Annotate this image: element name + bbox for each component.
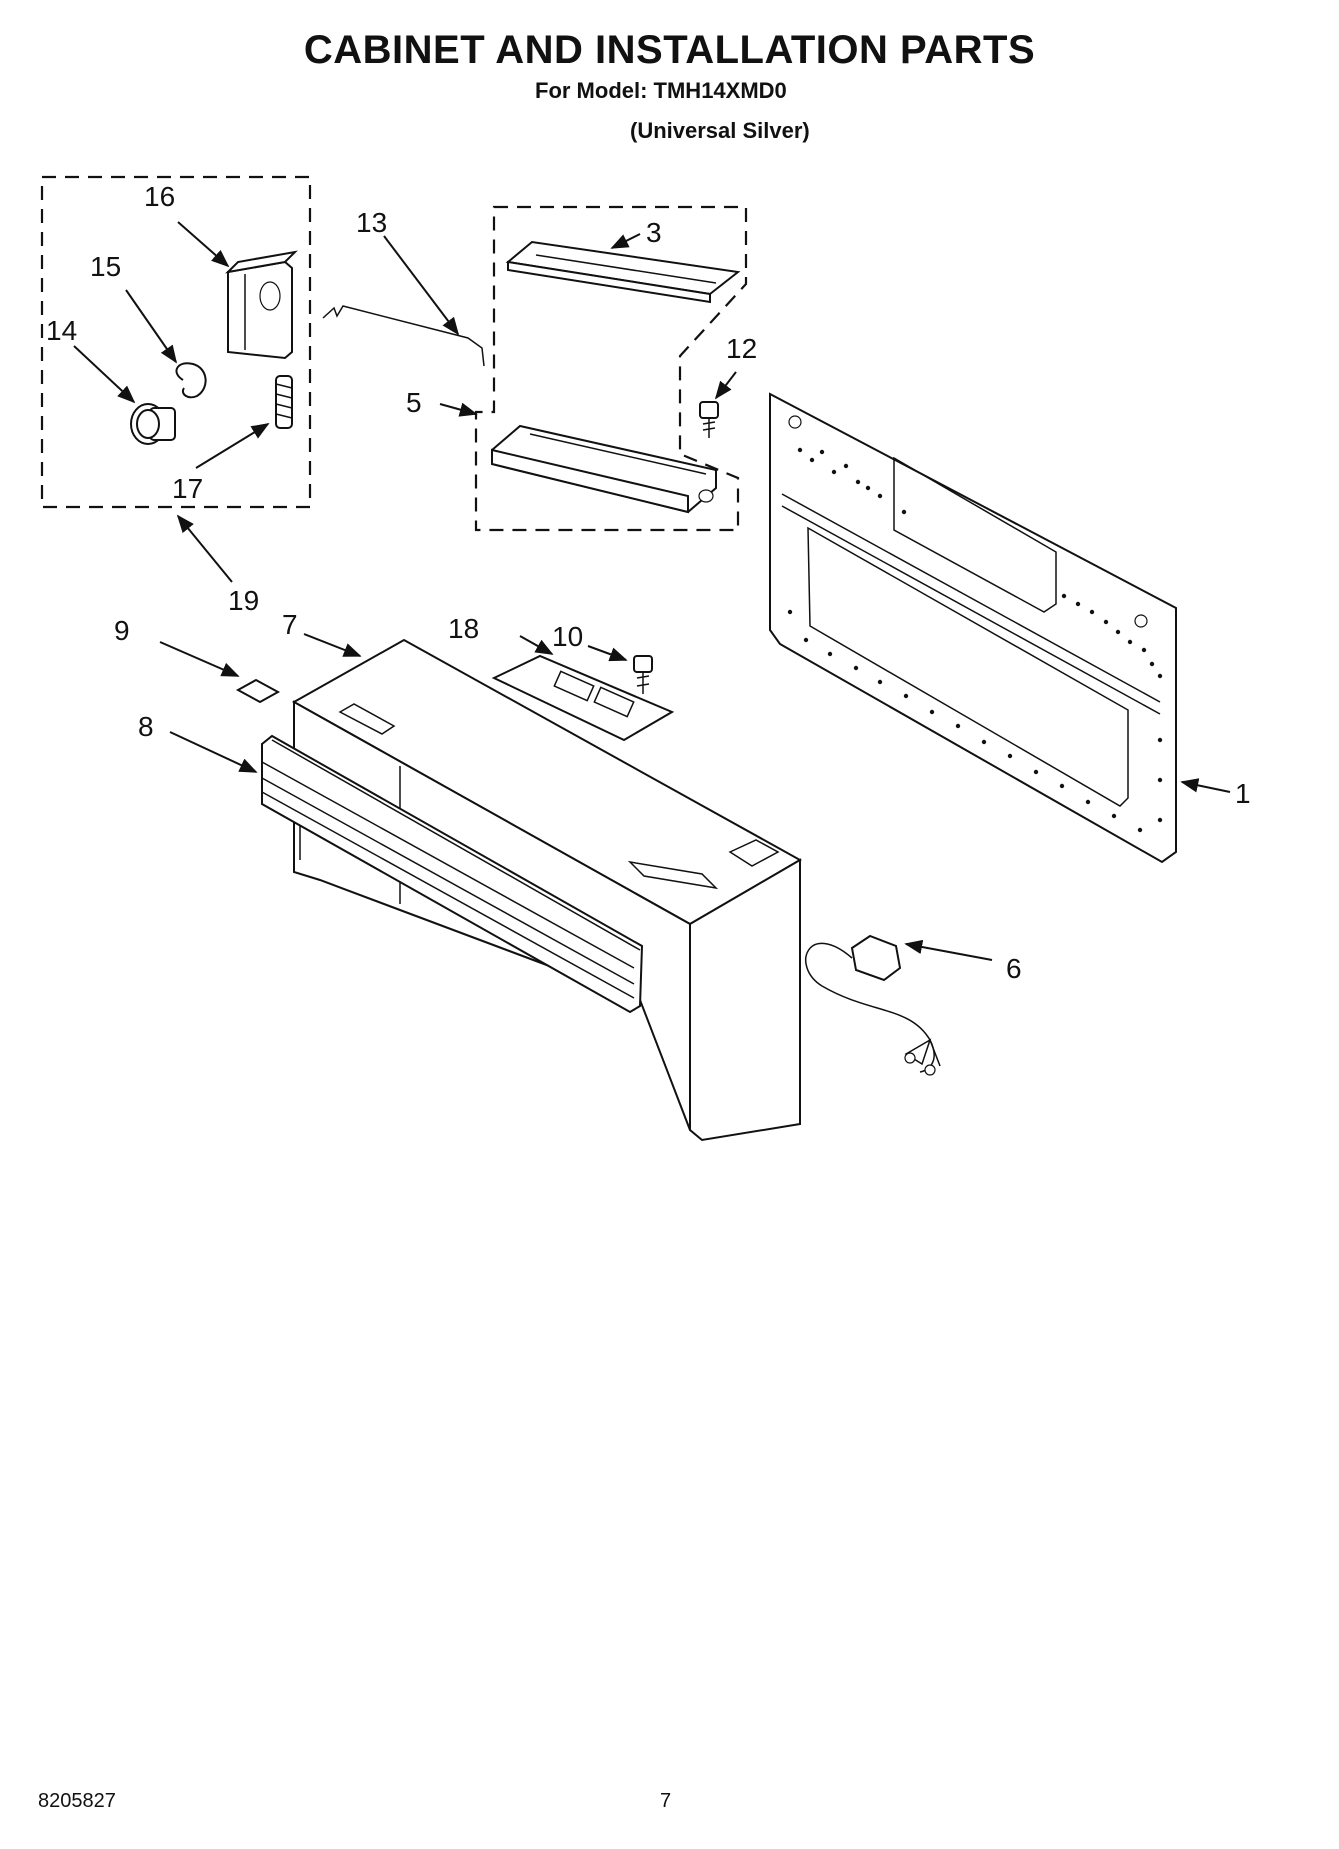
callout-6: 6 [1006,953,1022,984]
callout-18: 18 [448,613,479,644]
part-3-rail [505,240,741,304]
callout-15: 15 [90,251,121,282]
document-number: 8205827 [38,1790,116,1812]
callout-17: 17 [172,473,203,504]
leader-7 [303,633,362,657]
leader-3 [610,233,641,249]
callout-5: 5 [406,387,422,418]
part-10-screw [633,655,653,694]
leader-8 [169,731,258,773]
page-number: 7 [660,1790,672,1812]
leader-6 [904,939,993,961]
leader-9 [159,641,240,677]
leader-12 [714,371,737,400]
callout-12: 12 [726,333,757,364]
callout-14: 14 [46,315,77,346]
part-6-power-cord [805,934,941,1076]
leader-lines [73,221,1231,961]
callout-19: 19 [228,585,259,616]
group-box-3-5 [474,205,748,532]
part-1-mounting-plate [769,392,1177,864]
callout-8: 8 [138,711,154,742]
leader-15 [125,289,178,364]
part-16-bracket [225,250,298,360]
leader-5 [439,402,478,417]
part-15-clip [175,362,207,399]
callout-9: 9 [114,615,130,646]
model-line: For Model: TMH14XMD0 [535,78,787,103]
leader-13 [383,235,460,336]
part-5-tray [491,424,717,514]
page-title: CABINET AND INSTALLATION PARTS [303,28,1036,72]
part-13-wire [322,305,485,367]
callout-10: 10 [552,621,583,652]
callout-1: 1 [1235,778,1251,809]
variant-line: (Universal Silver) [630,118,810,143]
leader-1 [1180,778,1231,793]
callout-7: 7 [282,609,298,640]
leader-17 [195,423,270,469]
part-8-grille [261,734,644,1014]
part-9-clip [235,678,281,704]
leader-19 [176,514,233,583]
leader-14 [73,345,136,404]
part-12-screw [699,401,719,438]
callout-13: 13 [356,207,387,238]
part-14-button [130,403,176,445]
leader-18 [519,635,554,655]
part-17-spring [275,375,293,429]
plate-perforations [787,447,1163,833]
leader-10 [587,645,628,662]
callout-3: 3 [646,217,662,248]
callout-16: 16 [144,181,175,212]
part-7-cabinet [291,638,803,1142]
part-18-bracket-plate [491,654,675,742]
leader-16 [177,221,230,268]
